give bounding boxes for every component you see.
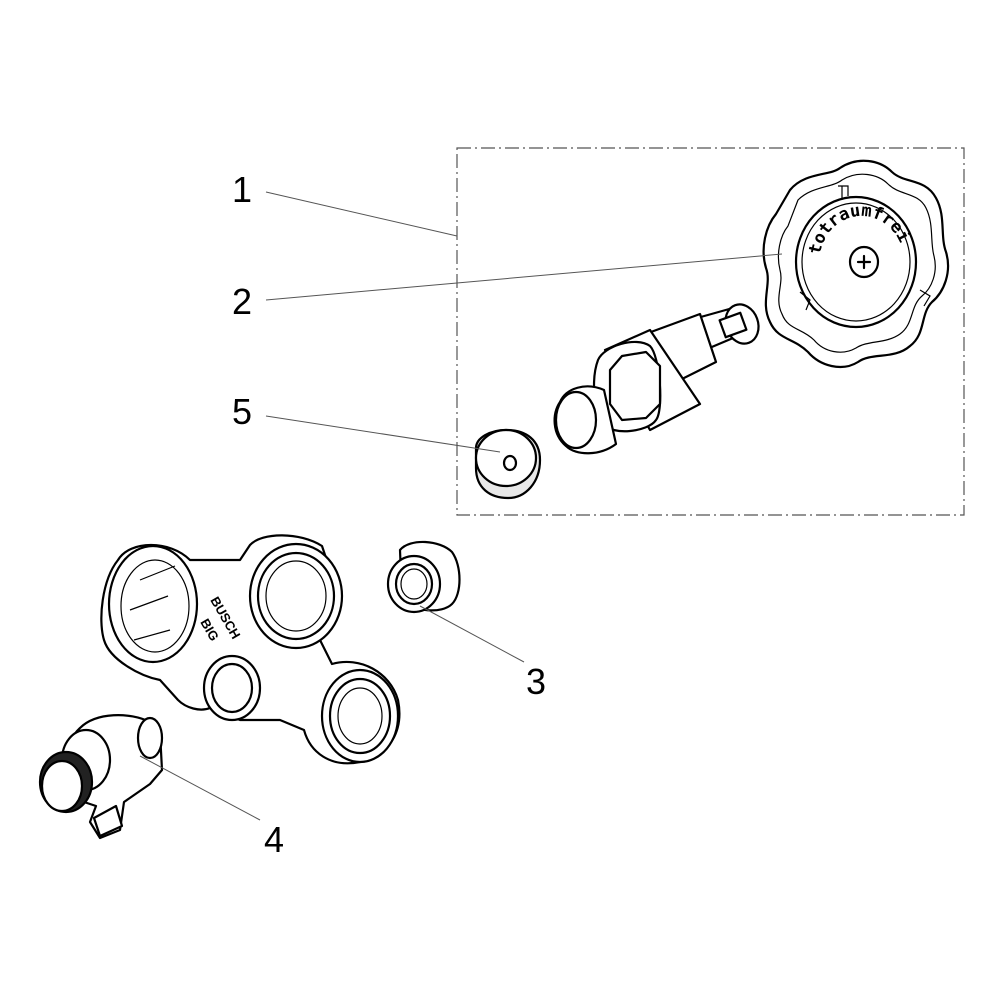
plug-cap [386,540,461,614]
handwheel: totraumfrei [762,159,950,369]
valve-spindle [553,303,760,455]
assembly-group-box [456,147,965,516]
leader-line-1 [265,191,458,237]
callout-1: 1 [232,169,252,210]
leader-line-4 [139,755,261,821]
seal-disc [474,428,542,500]
callout-2: 2 [232,281,252,322]
callout-5: 5 [232,391,252,432]
leader-line-5 [265,415,501,453]
callout-3: 3 [526,661,546,702]
leader-line-3 [419,605,525,663]
callout-4: 4 [264,819,284,860]
drain-valve [38,714,164,840]
leader-line-2 [265,253,783,301]
valve-body: BUSCH BIG [100,534,401,765]
